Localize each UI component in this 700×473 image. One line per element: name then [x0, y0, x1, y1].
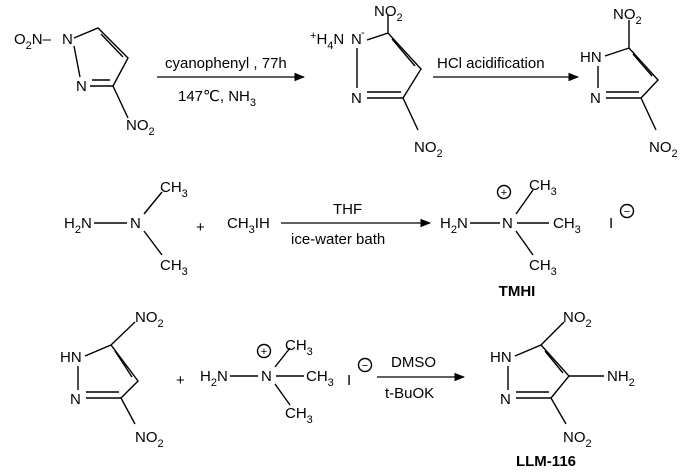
arrow-condition-above: THF [333, 201, 362, 218]
c3-nitro-label: NO2 [649, 139, 678, 160]
bond-n-methyl-top [143, 191, 163, 215]
bond-c3-no2 [112, 85, 129, 119]
positive-charge-circle [256, 343, 272, 359]
ring-bonds [604, 47, 659, 99]
bond-c3-no2 [120, 397, 136, 425]
methyl-bottom-label: CH3 [285, 405, 313, 426]
reactant-3-5-dinitropyrazole: HN N NO2 NO2 [60, 309, 164, 450]
nh-label: HN [580, 49, 602, 66]
c3-nitro-label: NO2 [414, 139, 443, 160]
arrow-condition-below: t-BuOK [385, 385, 434, 402]
reaction-arrow-3: THF ice-water bath [281, 201, 432, 248]
iodide-label: I [347, 372, 351, 389]
arrow-condition-above: cyanophenyl , 77h [165, 55, 287, 72]
amino-label: H2N [200, 368, 228, 389]
ring-double-bond-c4-c5 [391, 38, 416, 67]
iodide-label: I [609, 215, 613, 232]
iodide-charge-sign: − [362, 360, 368, 372]
bond-c3-no2 [640, 97, 657, 131]
c5-nitro-label: NO2 [613, 6, 642, 27]
c3-nitro-label: NO2 [126, 117, 155, 138]
bond-n-methyl-top [515, 189, 534, 215]
reaction-arrow-2: HCl acidification [433, 55, 580, 82]
amino-label: H2N [64, 215, 92, 236]
c3-nitro-label: NO2 [135, 429, 164, 450]
ring-bonds [73, 27, 129, 87]
quaternary-n-label: N [502, 215, 513, 232]
ring-n2-label: N [500, 391, 511, 408]
ring-double-bond-c4-c5 [100, 33, 124, 58]
ring-n2-label: N [70, 391, 81, 408]
product-llm-116: HN N NO2 NH2 NO2 LLM-116 [490, 309, 635, 470]
bond-c5-no2 [540, 321, 565, 346]
nh-label: HN [60, 349, 82, 366]
c5-nitro-label: NO2 [563, 309, 592, 330]
c3-nitro-label: NO2 [563, 429, 592, 450]
product-name-tmhi: TMHI [499, 283, 536, 300]
plus-sign: + [176, 372, 185, 389]
reactant-dimethylhydrazine: H2N N CH3 CH3 [64, 179, 188, 278]
product-3-5-dinitropyrazole: HN N NO2 NO2 [580, 6, 678, 160]
arrow-condition-below: ice-water bath [291, 231, 385, 248]
ring-double-bond-c4-c5 [632, 53, 653, 77]
intermediate-ammonium-dinitropyrazolate: +H4N N - N NO2 NO2 [310, 3, 443, 160]
n1-substituent: O2N– [14, 31, 52, 52]
reaction-arrow-1: cyanophenyl , 77h 147℃, NH3 [157, 55, 306, 109]
ring-n1-label: N [351, 31, 362, 48]
arrow-condition-below: 147℃, NH3 [178, 88, 256, 109]
reactant-methyl-iodide: CH3IH [227, 215, 270, 236]
ring-n1-label: N [62, 31, 73, 48]
arrow-condition-above: HCl acidification [437, 55, 545, 72]
ammonium-cation-label: +H4N [310, 30, 344, 52]
iodide-charge-circle [357, 357, 373, 373]
nh-label: HN [490, 349, 512, 366]
ring-double-bond-c4-c5 [544, 350, 564, 374]
methyl-right-label: CH3 [553, 215, 581, 236]
bond-c3-no2 [402, 97, 419, 131]
ring-n1-charge: - [361, 27, 365, 39]
ring-n2-label: N [351, 90, 362, 107]
positive-charge-sign: + [261, 346, 267, 358]
positive-charge-sign: + [501, 187, 507, 199]
amino-label: H2N [440, 215, 468, 236]
ring-n2-label: N [76, 78, 87, 95]
methyl-top-label: CH3 [285, 337, 313, 358]
iodide-charge-circle [619, 203, 635, 219]
bond-n-methyl-bottom [143, 230, 163, 256]
quaternary-n-label: N [261, 368, 272, 385]
ring-n2-label: N [590, 90, 601, 107]
bond-c3-no2 [550, 397, 567, 425]
ring-double-bond-c4-c5 [114, 350, 133, 378]
bond-n-methyl-bottom [515, 230, 534, 256]
bond-n1-n2 [73, 45, 81, 78]
plus-sign: + [196, 219, 205, 236]
bond-n-methyl-top [274, 347, 291, 368]
iodide-charge-sign: − [624, 206, 630, 218]
methyl-top-label: CH3 [529, 177, 557, 198]
c5-nitro-label: NO2 [374, 3, 403, 24]
reactant-1-3-dinitropyrazole: O2N– N N NO2 [14, 27, 155, 138]
c4-amino-label: NH2 [607, 368, 635, 389]
ring-bonds [366, 32, 422, 99]
methyl-bottom-label: CH3 [160, 257, 188, 278]
reaction-arrow-4: DMSO t-BuOK [377, 354, 466, 402]
bond-n-methyl-bottom [274, 383, 291, 406]
product-name-llm-116: LLM-116 [516, 453, 576, 470]
methyl-right-label: CH3 [306, 368, 334, 389]
bond-c5-no2 [110, 321, 136, 346]
tertiary-n-label: N [130, 215, 141, 232]
arrow-condition-above: DMSO [391, 354, 436, 371]
ring-bonds [84, 344, 139, 399]
product-tmhi: H2N N + CH3 CH3 CH3 I − TMHI [440, 177, 635, 300]
methyl-top-label: CH3 [160, 179, 188, 200]
c5-nitro-label: NO2 [135, 309, 164, 330]
positive-charge-circle [496, 184, 512, 200]
reactant-tmhi: H2N N + CH3 CH3 CH3 I − [200, 337, 373, 426]
methyl-bottom-label: CH3 [529, 257, 557, 278]
